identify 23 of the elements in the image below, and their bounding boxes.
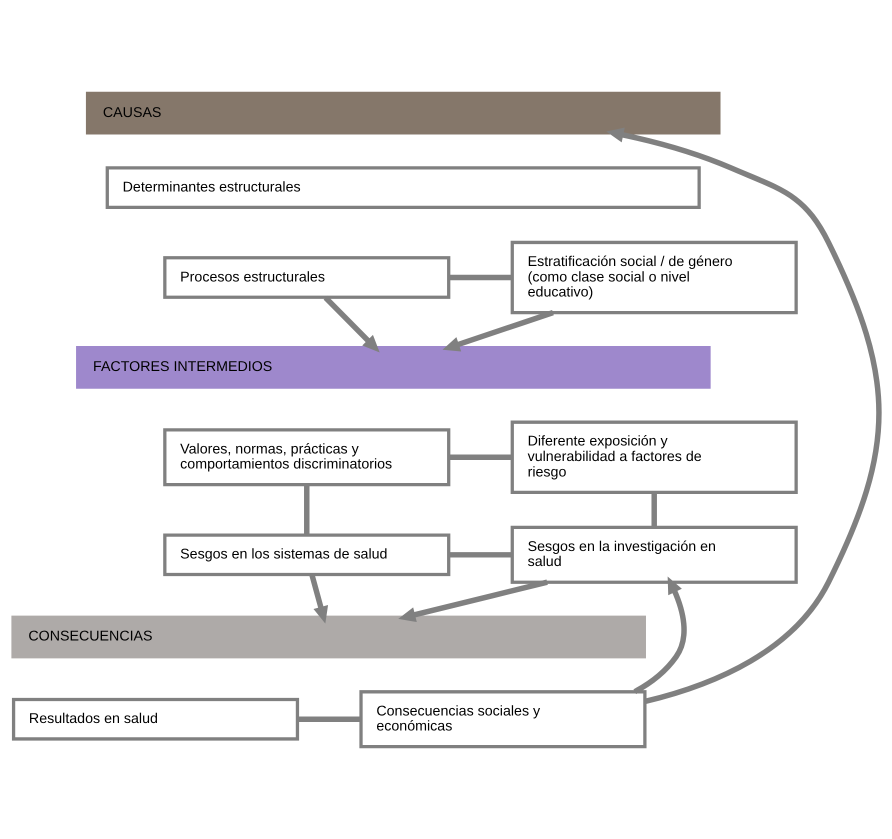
arrow [309,574,328,624]
node-box: Consecuencias sociales y económicas [359,690,647,748]
node-box: Procesos estructurales [163,256,450,298]
node-box: CONSECUENCIAS [11,615,646,658]
connector [298,716,361,722]
connector [651,492,657,527]
arrow [606,127,882,704]
node-box: CAUSAS [86,91,721,134]
connector [448,454,512,460]
arrow [633,576,687,694]
arrow [398,579,548,622]
connector [448,274,512,280]
node-box: Determinantes estructurales [106,166,701,209]
node-box: Resultados en salud [12,697,300,740]
node-box: Estratificación social / de género (como clase social o nivel educativo) [510,240,798,314]
connector [448,552,512,558]
node-box: Valores, normas, prácticas y comportamientos discriminatorios [163,428,450,486]
node-box: Diferente exposición y vulnerabilidad a factores de riesgo [510,420,798,494]
node-box: Sesgos en los sistemas de salud [163,532,450,576]
node-box: Sesgos en la investigación en salud [510,525,798,584]
connector [304,484,310,534]
node-box: FACTORES INTERMEDIOS [76,346,711,388]
arrow [442,310,554,351]
